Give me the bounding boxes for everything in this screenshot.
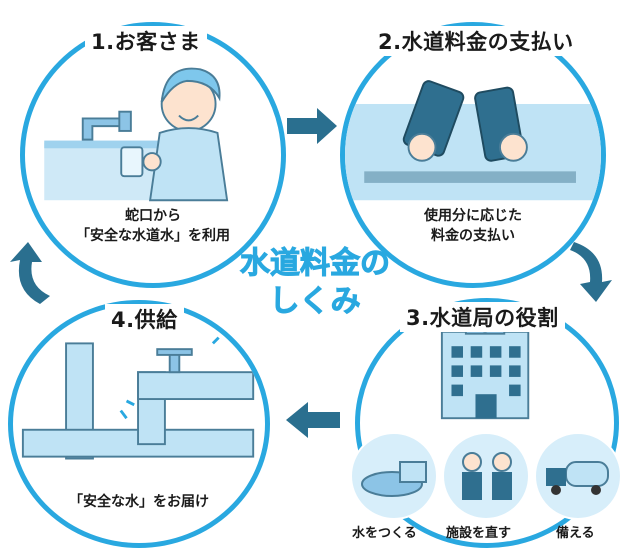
arrow-down-icon — [570, 242, 612, 302]
step4-circle — [8, 300, 270, 548]
step1-title: 1.お客さま — [85, 26, 207, 56]
payment-illustration — [345, 80, 601, 201]
step4-title: 4.供給 — [105, 304, 184, 334]
step2-circle — [340, 22, 606, 288]
step2-caption-line1: 使用分に応じた — [424, 208, 522, 224]
role-label-2: 施設を直す — [446, 526, 512, 541]
step1-caption-line1: 蛇口から — [125, 208, 181, 224]
arrow-left-icon — [286, 402, 340, 438]
water-pipes-illustration — [21, 336, 255, 460]
role-label-1: 水をつくる — [352, 526, 417, 541]
step4-caption: 「安全な水」をお届け — [69, 494, 209, 510]
step1-caption: 蛇口から 「安全な水道水」を利用 — [55, 206, 251, 246]
water-truck-icon — [534, 432, 622, 520]
step2-caption: 使用分に応じた 料金の支払い — [375, 206, 571, 246]
arrow-right-icon — [287, 108, 337, 144]
treatment-plant-icon — [350, 432, 438, 520]
step1-caption-line2: 「安全な水道水」を利用 — [76, 228, 230, 244]
center-title: 水道料金の しくみ — [232, 245, 398, 321]
step2-title: 2.水道料金の支払い — [372, 26, 580, 56]
step2-caption-line2: 料金の支払い — [431, 228, 515, 244]
center-title-line2: しくみ — [269, 284, 361, 320]
workers-repairing-icon — [442, 432, 530, 520]
arrow-up-icon — [10, 242, 50, 304]
step3-title: 3.水道局の役割 — [400, 302, 565, 332]
center-title-line1: 水道料金の — [240, 246, 391, 282]
step1-circle — [20, 22, 286, 288]
role-label-3: 備える — [556, 526, 595, 541]
child-faucet-illustration — [44, 67, 229, 202]
